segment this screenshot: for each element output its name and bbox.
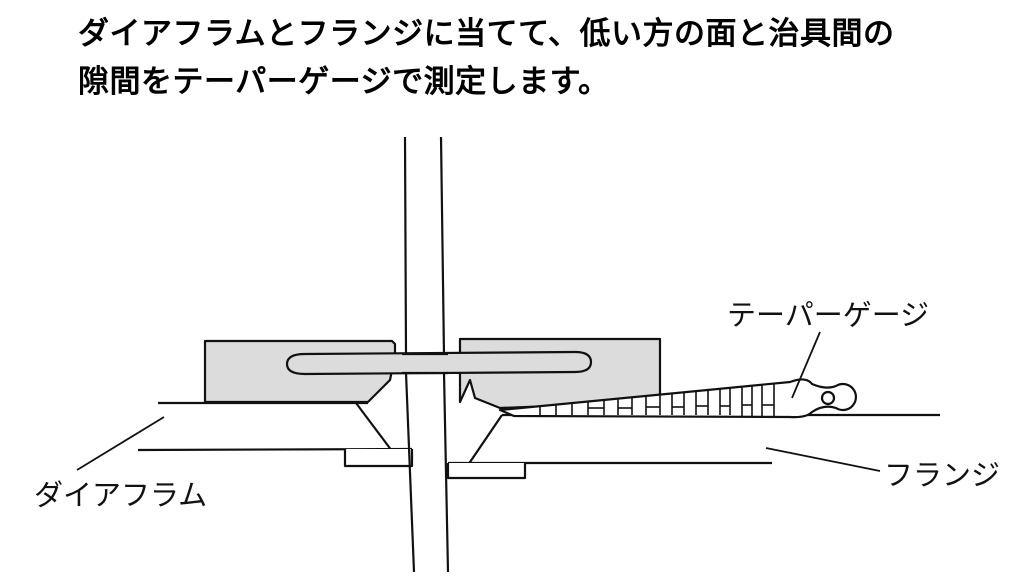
- flange-label: フランジ: [884, 458, 1001, 492]
- taper-gauge-leader: [791, 331, 821, 399]
- taper-gauge-label: テーパーゲージ: [727, 298, 930, 332]
- right-spacer: [446, 463, 527, 480]
- diaphragm-leader: [76, 416, 165, 471]
- diaphragm-label: ダイアフラム: [34, 478, 208, 512]
- instruction-heading: ダイアフラムとフランジに当てて、低い方の面と治具間の 隙間をテーパーゲージで測定…: [78, 10, 998, 106]
- taper-gauge: [498, 378, 857, 419]
- shaft-right-edge: [439, 136, 450, 573]
- left-spacer: [343, 449, 414, 468]
- instruction-line-2: 隙間をテーパーゲージで測定します。: [78, 64, 610, 100]
- flange-leader: [765, 447, 881, 472]
- instruction-line-1: ダイアフラムとフランジに当てて、低い方の面と治具間の: [78, 16, 895, 52]
- shaft-left-edge: [403, 136, 416, 573]
